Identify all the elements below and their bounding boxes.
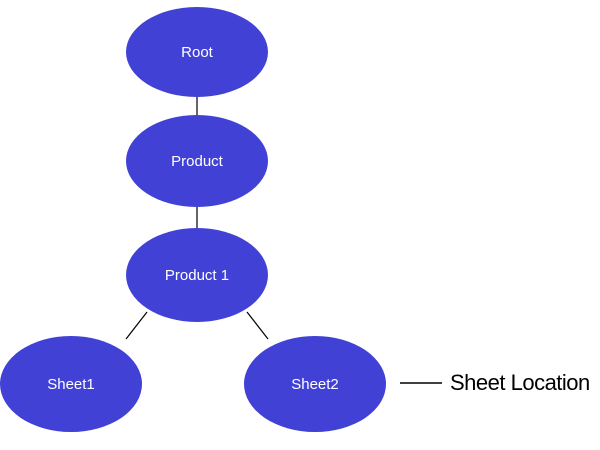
node-root: Root — [126, 7, 268, 97]
node-product1-label: Product 1 — [164, 266, 230, 284]
node-product: Product — [126, 115, 268, 207]
node-product-label: Product — [171, 152, 223, 170]
node-sheet2: Sheet2 — [244, 336, 386, 432]
node-product1: Product 1 — [126, 228, 268, 322]
edge-product1-sheet1 — [125, 311, 148, 340]
edge-product1-sheet2 — [246, 311, 269, 340]
node-root-label: Root — [181, 43, 213, 61]
node-sheet1: Sheet1 — [0, 336, 142, 432]
node-sheet2-label: Sheet2 — [291, 375, 339, 393]
sheet-location-annotation: Sheet Location — [450, 370, 590, 395]
node-sheet1-label: Sheet1 — [47, 375, 95, 393]
